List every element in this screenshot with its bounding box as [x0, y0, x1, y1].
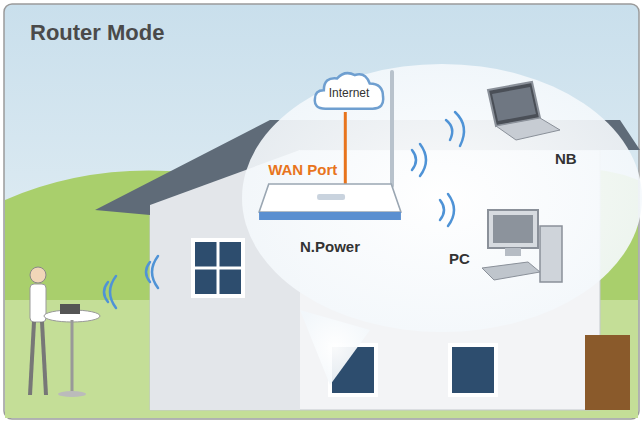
- desktop-pc-icon: [482, 210, 562, 282]
- zoom-bubble: [242, 64, 642, 332]
- laptop-icon: [488, 82, 560, 140]
- house-door: [585, 335, 630, 410]
- node-text: Internet: [329, 86, 370, 100]
- diagram-title: Router Mode: [30, 20, 164, 46]
- bubble-tail: [300, 310, 370, 385]
- node-text: N.Power: [258, 238, 402, 255]
- wifi-waves: [104, 256, 158, 308]
- internet-cloud: Internet: [312, 70, 386, 112]
- device-label: PC: [449, 250, 470, 267]
- port-label: WAN Port: [268, 161, 337, 178]
- house-window: [330, 345, 496, 395]
- person-with-laptop: [30, 267, 100, 397]
- house-window: [193, 240, 243, 296]
- router-antenna: [390, 70, 394, 188]
- device-label: NB: [555, 150, 577, 167]
- wan-cable: [344, 112, 347, 184]
- router-device: N.Power: [258, 182, 402, 255]
- wifi-waves: [412, 112, 464, 226]
- router-body: [258, 182, 402, 226]
